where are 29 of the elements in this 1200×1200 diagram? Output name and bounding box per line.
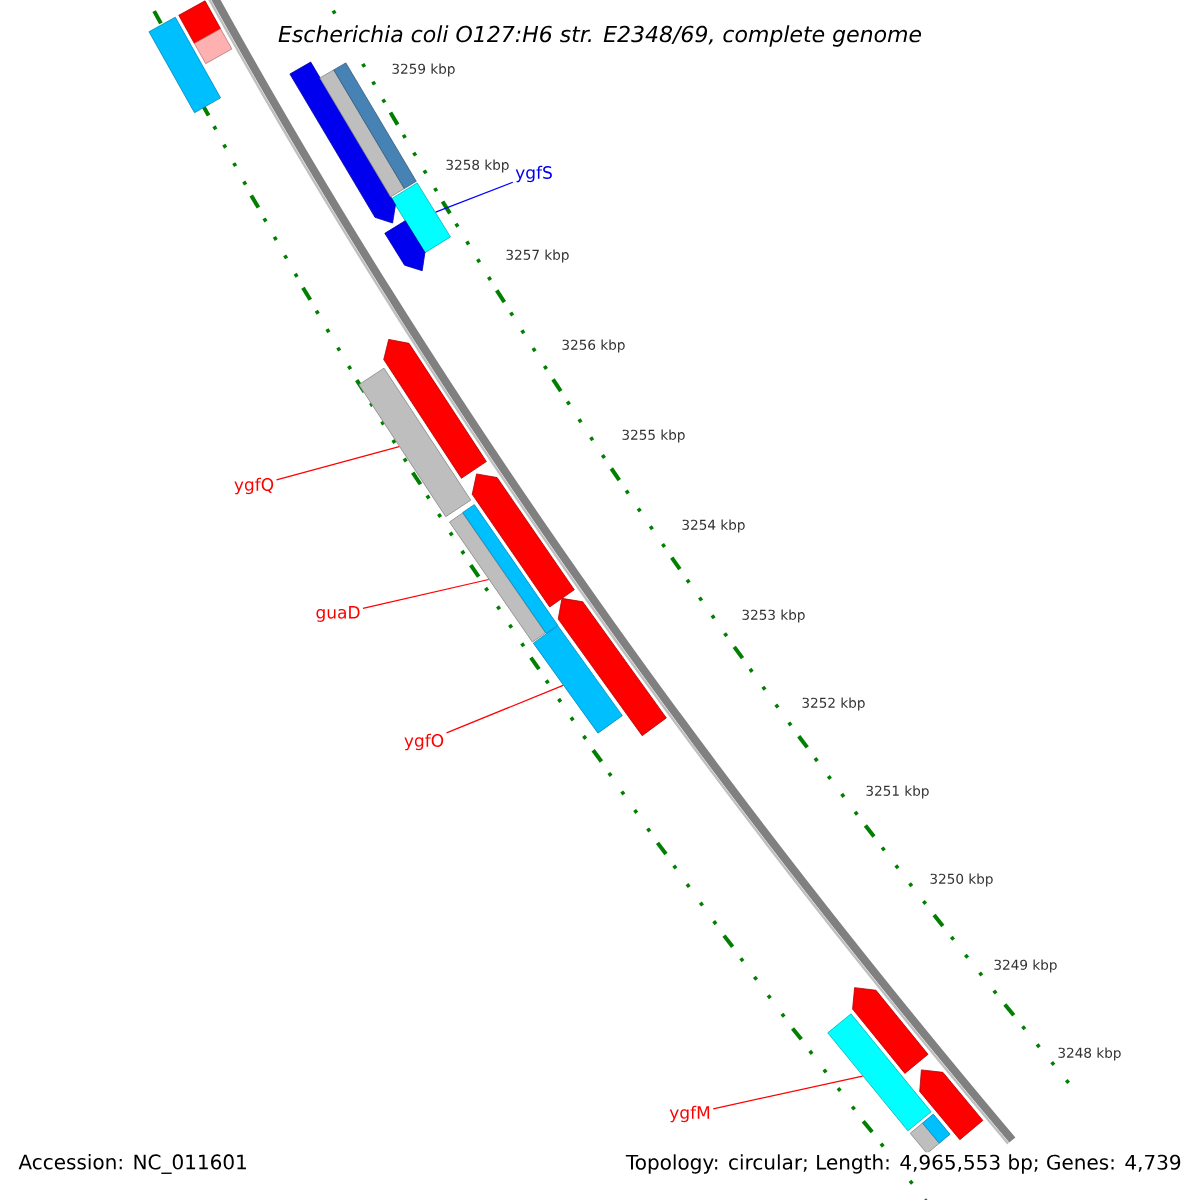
gene-label: ygfM xyxy=(669,1105,710,1123)
gene-feature xyxy=(557,597,667,737)
gene-bar xyxy=(148,16,221,114)
gene-bar xyxy=(178,0,233,65)
gene-bar xyxy=(449,512,546,643)
leader-line xyxy=(435,181,514,213)
leader-line xyxy=(712,1075,864,1110)
gene-feature xyxy=(383,339,487,479)
accession-text: Accession: NC_011601 xyxy=(18,1154,246,1174)
gene-feature xyxy=(289,61,396,224)
leader-line xyxy=(362,578,490,609)
gene-label: guaD xyxy=(316,606,360,622)
gene-label: ygfS xyxy=(515,165,552,183)
gene-feature xyxy=(852,987,929,1074)
gene-bar xyxy=(391,182,451,254)
gene-feature xyxy=(384,220,426,272)
gene-bar xyxy=(827,1013,932,1132)
gene-bar xyxy=(462,504,559,634)
title: Escherichia coli O127:H6 str. E2348/69, complete genome xyxy=(273,21,927,51)
gene-feature xyxy=(471,473,575,608)
gene-label: ygfQ xyxy=(234,477,274,495)
gene-bar xyxy=(532,625,623,734)
leader-line xyxy=(275,446,400,481)
gene-bar xyxy=(358,367,472,518)
genome-info-text: Topology: circular; Length: 4,965,553 bp; Genes: 4,739 xyxy=(623,1152,1184,1176)
leader-line xyxy=(445,684,564,734)
gene-feature xyxy=(919,1069,984,1141)
gene-bar xyxy=(909,1113,951,1154)
gene-label: ygfO xyxy=(404,733,444,751)
